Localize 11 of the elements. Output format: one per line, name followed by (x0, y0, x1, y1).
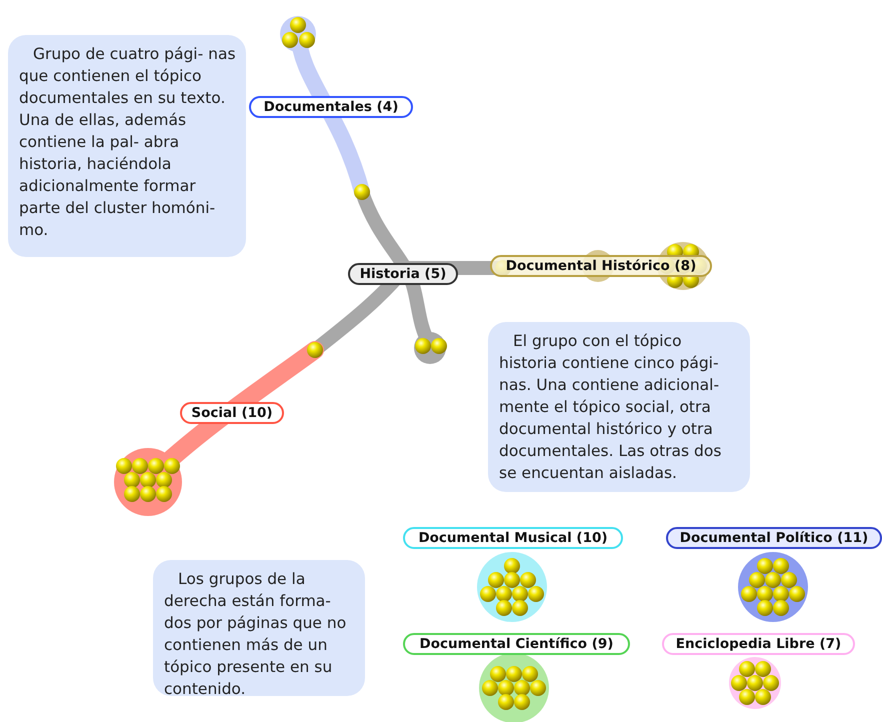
cluster-label: Documental Político (11) (666, 527, 882, 549)
cluster-label: Documentales (4) (249, 96, 413, 118)
note-box: Grupo de cuatro pági- nas que contienen el tópico documentales en su texto. Una de ellas, además contiene la pal- abra historia, haciéndola adicionalmente formar parte del cluster homóni- mo. (8, 35, 246, 257)
cluster-label: Documental Histórico (8) (490, 255, 712, 277)
cluster-label: Historia (5) (348, 263, 458, 285)
cluster-label: Social (10) (180, 402, 284, 424)
note-box: Los grupos de la derecha están forma- dos por páginas que no contienen más de un tópico presente en su contenido. (153, 560, 365, 696)
cluster-label: Documental Musical (10) (403, 527, 623, 549)
cluster-label: Enciclopedia Libre (7) (662, 633, 855, 655)
note-box: El grupo con el tópico historia contiene cinco pági- nas. Una contiene adicional- mente el tópico social, otra documental histórico y otra documentales. Las otras dos se encuentan aisladas. (488, 322, 750, 492)
cluster-label: Documental Científico (9) (403, 633, 630, 655)
